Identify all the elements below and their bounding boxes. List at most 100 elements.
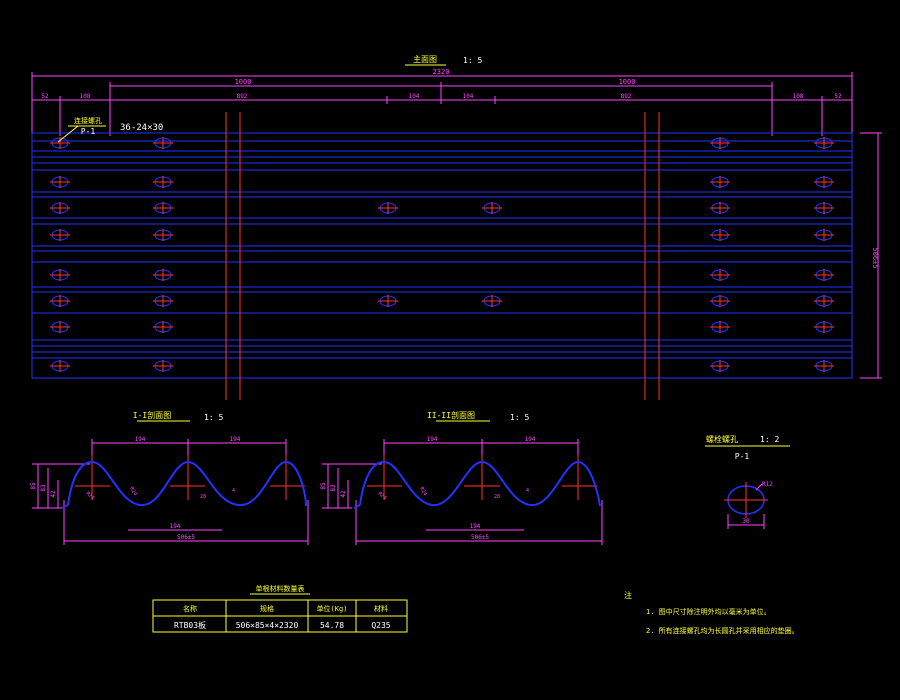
bolt-hole xyxy=(50,202,70,214)
dim-seg-6: 892 xyxy=(621,93,632,100)
bolt-hole xyxy=(710,229,730,241)
table-title: 单根材料数量表 xyxy=(256,584,305,593)
bolt-hole xyxy=(153,321,173,333)
section-II-dim-top-2: 194 xyxy=(525,436,536,443)
bolt-hole xyxy=(153,360,173,372)
section-I-dim-4: 4 xyxy=(232,488,235,494)
section-II-dimlines xyxy=(322,439,603,545)
section-I-dim-side-2: 83 xyxy=(40,484,47,492)
dim-half-left: 1000 xyxy=(235,78,252,86)
bolt-hole xyxy=(814,295,834,307)
section-II-dim-side-2: 83 xyxy=(330,484,337,492)
bolt-hole xyxy=(482,295,502,307)
hole-label: 连接螺孔 xyxy=(74,116,102,125)
section-I-dim-28: 28 xyxy=(200,494,206,500)
section-II-scale: 1: 5 xyxy=(510,413,529,422)
plate-outline xyxy=(31,132,853,379)
section-II-dim-side-3: 42 xyxy=(340,490,347,498)
bolt-hole xyxy=(710,137,730,149)
bolt-hole xyxy=(814,202,834,214)
bolt-hole xyxy=(378,202,398,214)
table-header-spec: 规格 xyxy=(260,604,274,613)
bolt-hole xyxy=(50,269,70,281)
front-view: 主面图 1: 5 2320 1000 1000 52 108 892 xyxy=(31,54,882,400)
section-II-dim-top-1: 194 xyxy=(427,436,438,443)
table-grid xyxy=(152,599,408,633)
bolt-hole xyxy=(710,295,730,307)
front-view-scale: 1: 5 xyxy=(463,56,482,65)
hole-tag: P-1 xyxy=(81,127,96,136)
dim-seg-2: 108 xyxy=(80,93,91,100)
bolt-hole xyxy=(814,137,834,149)
detail-title: 螺栓螺孔 xyxy=(706,434,738,444)
bolt-hole xyxy=(50,360,70,372)
dim-seg-7: 108 xyxy=(793,93,804,100)
bolt-hole xyxy=(153,229,173,241)
bolt-hole xyxy=(153,202,173,214)
table-cell-weight: 54.78 xyxy=(320,621,344,630)
section-I-scale: 1: 5 xyxy=(204,413,223,422)
section-I-view: I-I剖面图 1: 5 194 19 xyxy=(30,410,309,545)
bolt-hole xyxy=(50,321,70,333)
bolt-hole xyxy=(378,295,398,307)
detail-tag: P-1 xyxy=(735,452,750,461)
note-1: 1. 图中尺寸除注明外均以毫米为单位。 xyxy=(646,607,771,616)
table-header-unit: 单位(Kg) xyxy=(317,604,348,613)
section-II-profile xyxy=(359,460,601,507)
bolt-hole xyxy=(153,295,173,307)
bolt-hole xyxy=(50,295,70,307)
bolt-hole xyxy=(153,137,173,149)
hole-callout: 连接螺孔 P-1 36-24×30 xyxy=(57,116,163,143)
section-cut-lines xyxy=(225,112,660,400)
table-cell-name: RTB03板 xyxy=(174,620,206,630)
bolt-holes xyxy=(50,137,834,372)
section-I-profile xyxy=(67,460,307,507)
bolt-hole xyxy=(710,360,730,372)
section-II-dim-r1: R24 xyxy=(377,491,388,501)
bolt-hole xyxy=(50,176,70,188)
dim-seg-5: 104 xyxy=(463,93,474,100)
bolt-hole xyxy=(710,202,730,214)
section-I-dim-side-3: 42 xyxy=(50,490,57,498)
bolt-hole xyxy=(710,269,730,281)
section-II-dim-side-1: 85 xyxy=(320,482,327,490)
detail-scale: 1: 2 xyxy=(760,435,779,444)
bolt-hole xyxy=(710,176,730,188)
table-header-name: 名称 xyxy=(183,604,197,613)
dim-seg-4: 104 xyxy=(409,93,420,100)
section-I-dim-r2: R24 xyxy=(128,486,138,497)
table-cell-spec: 506×85×4×2320 xyxy=(236,621,299,630)
hole-detail: 螺栓螺孔 1: 2 P-1 R12 30 xyxy=(705,434,790,529)
section-I-dim-r1: R24 xyxy=(85,491,96,501)
section-II-dim-mid: 194 xyxy=(470,523,481,530)
bolt-hole xyxy=(814,321,834,333)
notes-heading: 注 xyxy=(624,590,632,600)
bolt-hole xyxy=(153,176,173,188)
note-2: 2. 所有连接螺孔均为长圆孔并采用相应的垫圈。 xyxy=(646,626,799,635)
bolt-hole xyxy=(814,360,834,372)
notes: 注 1. 图中尺寸除注明外均以毫米为单位。 2. 所有连接螺孔均为长圆孔并采用相… xyxy=(624,590,799,635)
detail-radius: R12 xyxy=(762,481,773,488)
table-header-material: 材料 xyxy=(374,604,388,613)
bolt-hole xyxy=(153,269,173,281)
hole-note: 36-24×30 xyxy=(120,123,163,133)
section-I-dim-top-2: 194 xyxy=(230,436,241,443)
section-I-title: I-I剖面图 xyxy=(133,410,171,420)
dim-height: 506±5 xyxy=(871,247,879,268)
section-II-view: II-II剖面图 1: 5 194 xyxy=(320,410,603,545)
material-table: 单根材料数量表 名称 规格 单位(Kg) 材料 RTB03板 506×85×4×… xyxy=(152,584,408,633)
bolt-hole xyxy=(710,321,730,333)
dim-seg-3: 892 xyxy=(237,93,248,100)
table-cell-material: Q235 xyxy=(371,621,390,630)
section-I-dim-mid: 194 xyxy=(170,523,181,530)
bolt-hole xyxy=(814,229,834,241)
dim-seg-1: 52 xyxy=(41,93,49,100)
section-II-title: II-II剖面图 xyxy=(427,410,475,420)
section-I-dim-side-1: 85 xyxy=(30,482,37,490)
bolt-hole xyxy=(814,176,834,188)
section-II-dim-4: 4 xyxy=(526,488,529,494)
bolt-hole xyxy=(50,137,70,149)
section-I-dim-top-1: 194 xyxy=(135,436,146,443)
bolt-hole xyxy=(482,202,502,214)
